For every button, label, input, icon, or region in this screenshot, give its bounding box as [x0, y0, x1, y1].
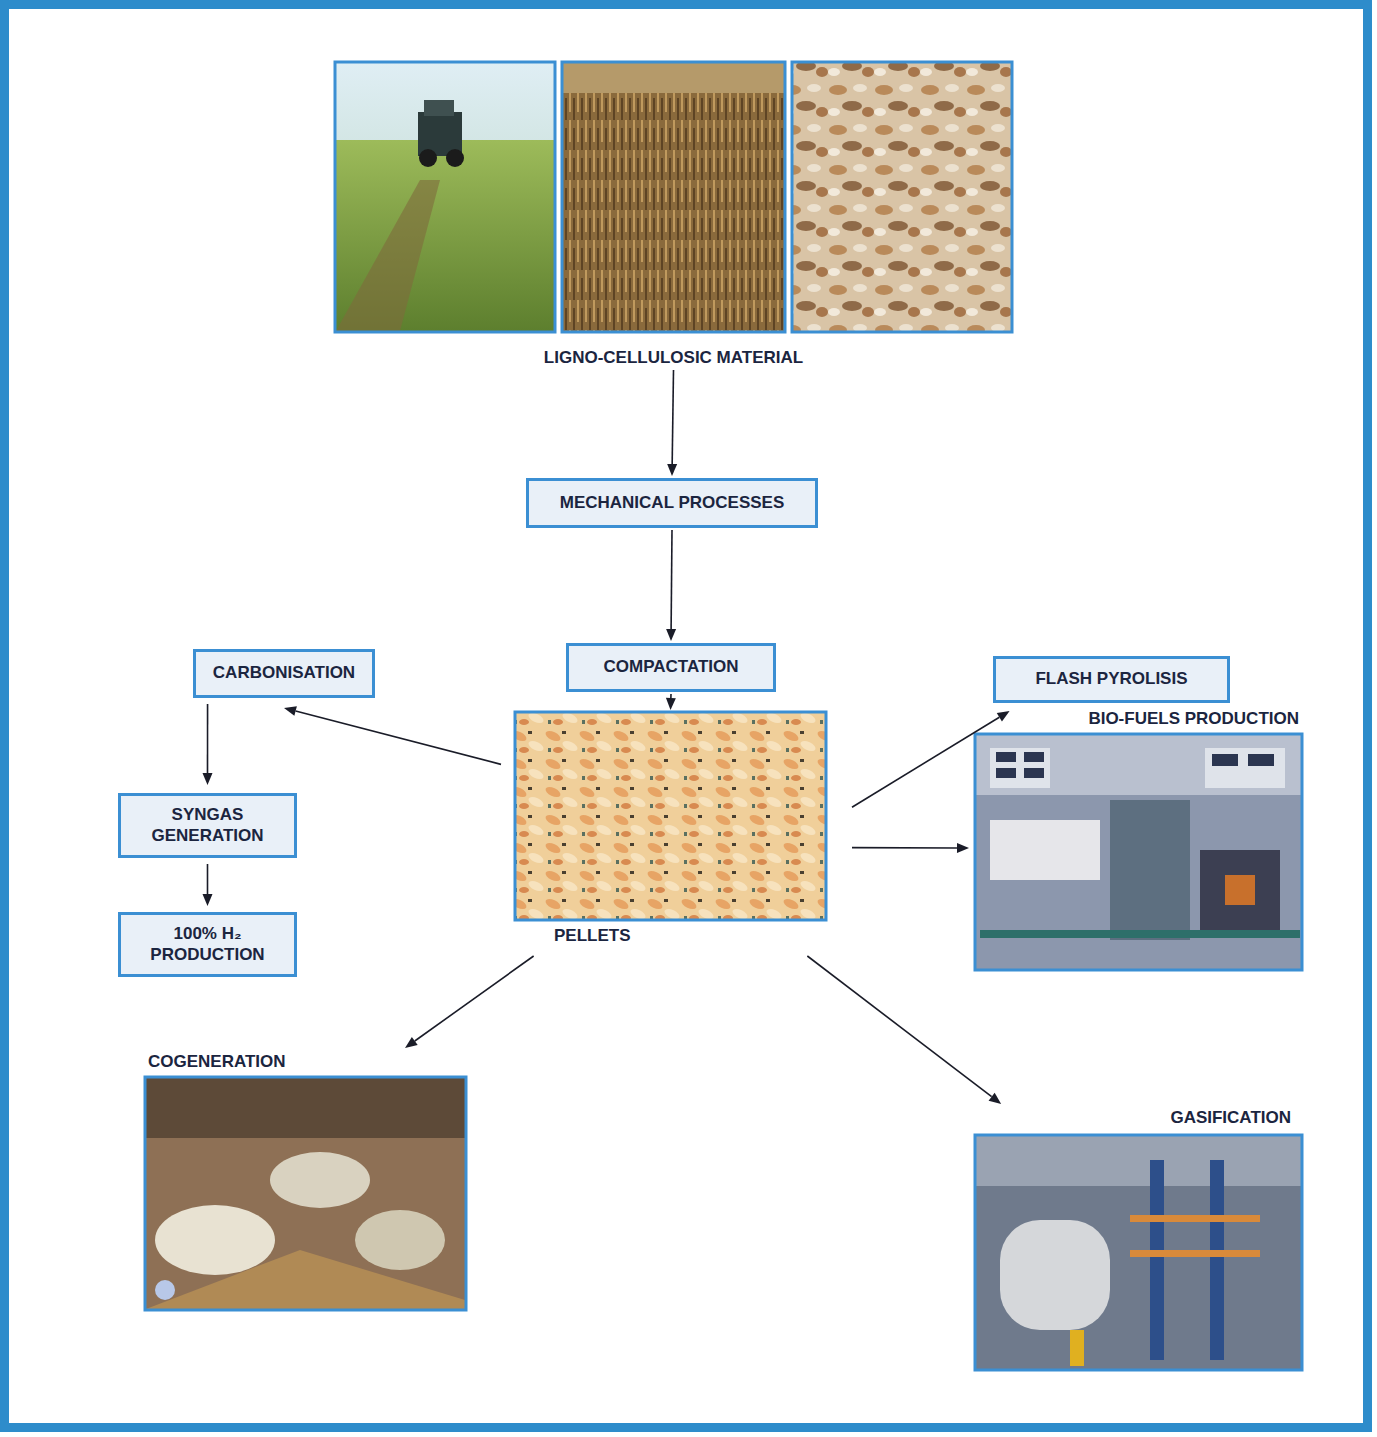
arrow-head — [203, 894, 213, 906]
process-box: 100% H₂ PRODUCTION — [118, 912, 297, 977]
arrow-line — [670, 530, 672, 629]
arrow-head — [989, 1093, 1002, 1104]
process-box: CARBONISATION — [193, 649, 375, 698]
arrow-line — [296, 711, 501, 764]
arrow-line — [672, 370, 673, 464]
arrow-head — [284, 706, 297, 716]
arrow-head — [666, 629, 676, 641]
box-label: MECHANICAL PROCESSES — [560, 493, 785, 513]
arrow-line — [207, 704, 209, 773]
flow-arrow — [666, 694, 676, 710]
flow-arrow — [852, 711, 1010, 807]
box-label: CARBONISATION — [213, 663, 355, 683]
arrow-line — [852, 717, 999, 807]
process-box: SYNGAS GENERATION — [118, 793, 297, 858]
arrow-head — [667, 464, 677, 476]
flow-arrow — [203, 864, 213, 906]
process-box: MECHANICAL PROCESSES — [526, 478, 818, 528]
photo-node: GASIFICATION — [975, 1108, 1302, 1370]
box-label: 100% H₂ PRODUCTION — [131, 924, 284, 965]
arrow-line — [807, 956, 991, 1097]
box-label: SYNGAS GENERATION — [131, 805, 284, 846]
arrow-head — [997, 711, 1010, 722]
photo-caption: LIGNO-CELLULOSIC MATERIAL — [541, 348, 806, 368]
flow-arrow — [852, 843, 969, 853]
arrow-head — [203, 773, 213, 785]
box-label: COMPACTATION — [603, 657, 738, 677]
photo-caption: GASIFICATION — [1167, 1108, 1294, 1128]
photo-node: PELLETS — [515, 712, 826, 950]
photo-caption: PELLETS — [551, 926, 634, 946]
arrow-head — [405, 1037, 418, 1048]
flow-arrow — [666, 530, 676, 641]
flow-arrow — [284, 706, 501, 764]
photo-node: LIGNO-CELLULOSIC MATERIAL — [335, 62, 1012, 368]
arrow-line — [415, 956, 534, 1041]
flow-arrow — [203, 704, 213, 785]
process-box: FLASH PYROLISIS — [993, 656, 1230, 703]
box-label: FLASH PYROLISIS — [1035, 669, 1187, 689]
arrow-line — [670, 694, 672, 698]
arrow-line — [207, 864, 209, 894]
flow-arrow — [807, 956, 1001, 1104]
arrow-line — [852, 847, 957, 849]
photo-node: BIO-FUELS PRODUCTION — [975, 705, 1302, 970]
arrow-head — [957, 843, 969, 853]
arrow-head — [666, 698, 676, 710]
photo-caption: BIO-FUELS PRODUCTION — [1085, 709, 1302, 729]
flow-arrow — [667, 370, 677, 476]
photo-caption: COGENERATION — [145, 1052, 289, 1072]
flow-arrow — [405, 956, 534, 1048]
photo-node: COGENERATION — [145, 1052, 466, 1310]
process-box: COMPACTATION — [566, 643, 776, 692]
